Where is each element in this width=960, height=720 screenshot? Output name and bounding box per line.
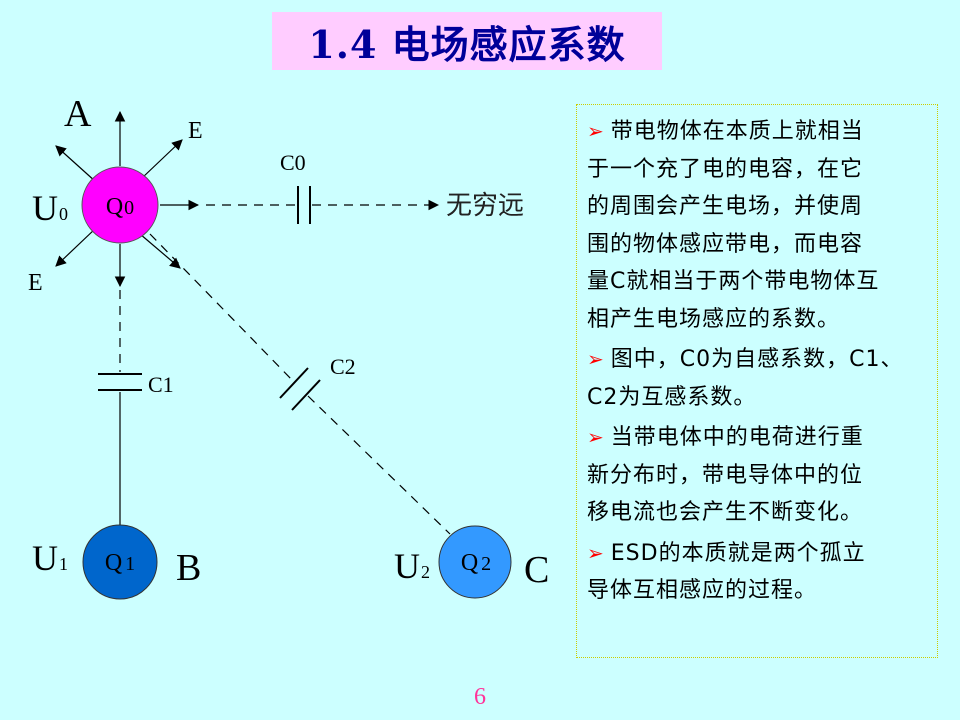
- c2-dashed-lower: [307, 395, 451, 535]
- node-b-label: B: [176, 547, 201, 589]
- field-e-label-left: E: [28, 270, 43, 296]
- bullet-3: ➢当带电体中的电荷进行重 新分布时，带电导体中的位 移电流也会产生不断变化。: [587, 425, 864, 525]
- c2-dashed-upper: [149, 233, 295, 383]
- bullet-2: ➢图中，C0为自感系数，C1、 C2为互感系数。: [587, 347, 904, 410]
- bullet-arrow-icon: ➢: [587, 425, 605, 449]
- bullet-1: ➢带电物体在本质上就相当 于一个充了电的电容，在它 的周围会产生电场，并使周 围…: [587, 119, 880, 332]
- node-a-label: A: [64, 93, 92, 135]
- c2-plate-upper: [279, 367, 309, 399]
- c0-label: C0: [280, 150, 306, 175]
- q0-sphere: [81, 166, 159, 244]
- bullet-arrow-icon: ➢: [587, 540, 605, 565]
- q0-label: Q0: [106, 194, 134, 220]
- explanation-textbox: ➢带电物体在本质上就相当 于一个充了电的电容，在它 的周围会产生电场，并使周 围…: [576, 104, 938, 658]
- q1-sphere: [82, 524, 158, 600]
- c2-label: C2: [330, 354, 356, 379]
- q2-sphere: [438, 525, 512, 599]
- bullet-arrow-icon: ➢: [587, 347, 605, 371]
- field-arrow-up-right: [141, 139, 183, 179]
- field-e-label-top: E: [188, 118, 203, 144]
- u1-label: U1: [32, 538, 68, 578]
- page-title: 1.4 电场感应系数: [308, 21, 626, 67]
- bullet-4: ➢ESD的本质就是两个孤立 导体互相感应的过程。: [587, 540, 866, 604]
- c2-plate-lower: [291, 379, 321, 411]
- u0-label: U0: [32, 188, 68, 228]
- title-box: 1.4 电场感应系数: [272, 12, 662, 70]
- infinity-label: 无穷远: [446, 191, 524, 221]
- c1-label: C1: [148, 372, 174, 397]
- node-c-label: C: [524, 549, 549, 591]
- u2-label: U2: [394, 546, 430, 586]
- page-number: 6: [474, 684, 486, 710]
- field-arrow-down-left: [55, 227, 97, 267]
- field-arrow-up-left: [55, 145, 97, 183]
- field-arrow-down-right: [139, 233, 181, 269]
- bullet-arrow-icon: ➢: [587, 119, 605, 143]
